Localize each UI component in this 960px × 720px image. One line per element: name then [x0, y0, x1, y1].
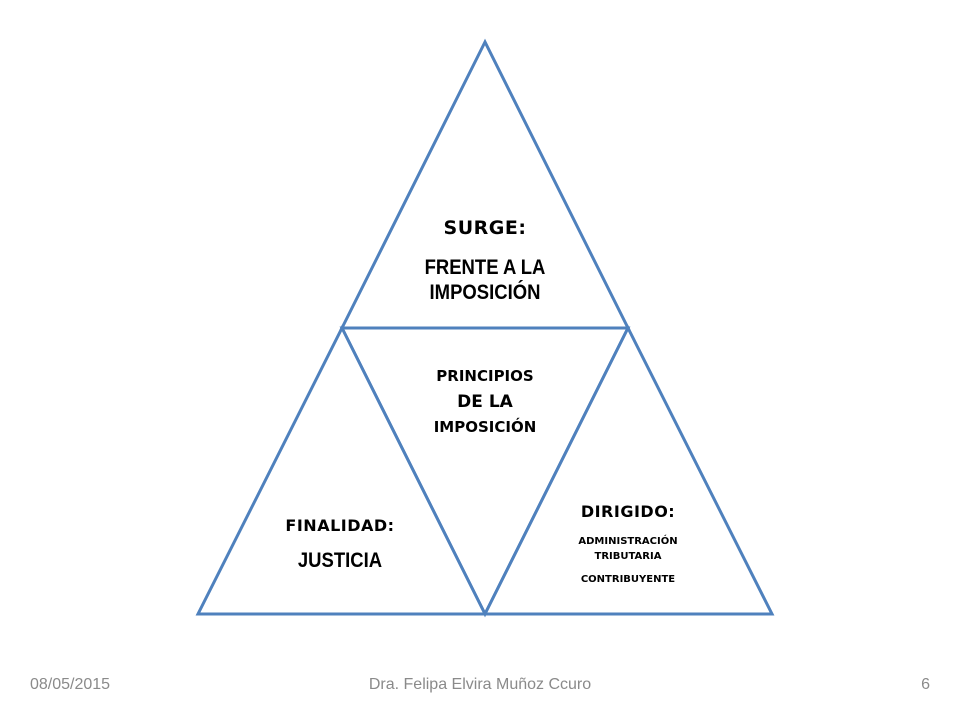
right-heading: DIRIGIDO: [580, 502, 676, 521]
center-line-1: PRINCIPIOS [436, 367, 534, 385]
center-line-2: DE LA [457, 392, 513, 412]
footer-author: Dra. Felipa Elvira Muñoz Ccuro [368, 676, 592, 693]
right-line-1: ADMINISTRACIÓN [578, 536, 678, 547]
right-line-3: CONTRIBUYENTE [580, 574, 676, 585]
top-heading: SURGE: [443, 217, 527, 239]
right-line-2: TRIBUTARIA [594, 551, 662, 562]
top-line-2: IMPOSICIÓN [429, 281, 541, 304]
left-line-1: JUSTICIA [297, 549, 383, 572]
left-heading: FINALIDAD: [285, 516, 395, 535]
triangle-left [195, 324, 488, 616]
top-line-1: FRENTE A LA [424, 256, 546, 279]
triangle-right [482, 324, 775, 616]
footer-page-number: 6 [921, 676, 930, 693]
center-line-3: IMPOSICIÓN [433, 418, 537, 436]
footer-date: 08/05/2015 [30, 676, 111, 693]
